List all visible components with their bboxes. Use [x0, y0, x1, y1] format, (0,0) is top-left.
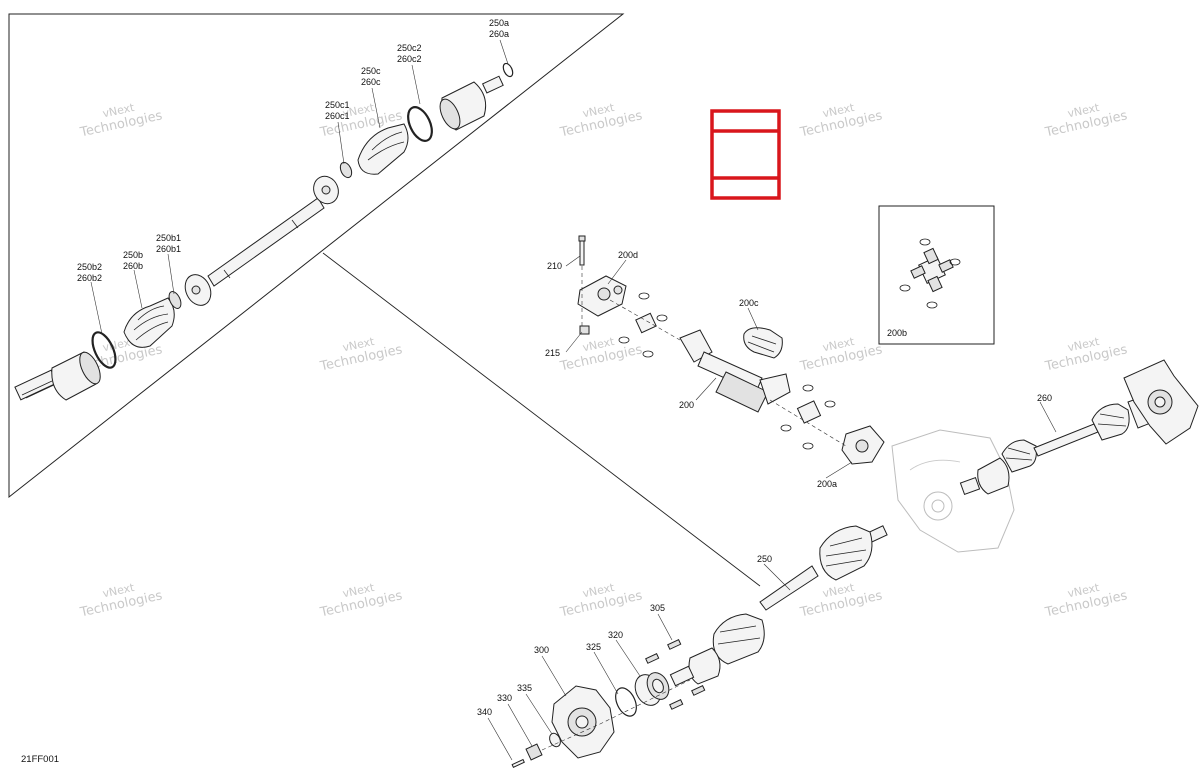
half-shaft-250	[669, 525, 888, 687]
label-320: 320	[608, 630, 623, 640]
clamp-ring-250c2	[407, 106, 433, 142]
highlight-box	[710, 109, 781, 200]
drive-shaft-200	[679, 329, 791, 413]
label-200: 200	[679, 400, 694, 410]
yoke-200a	[841, 425, 885, 465]
cv-boot-250b	[123, 297, 175, 348]
label-200c: 200c	[739, 298, 759, 308]
nut-215	[579, 325, 590, 335]
label-260: 260	[1037, 393, 1052, 403]
nut-330	[525, 743, 543, 761]
hub-right	[1123, 359, 1199, 445]
u-joint-left	[618, 292, 668, 358]
u-joint-cross	[899, 238, 961, 309]
assembly-line-3	[769, 399, 847, 447]
cotter-pin-340	[511, 758, 525, 769]
inner-cv-housing	[439, 75, 504, 131]
label-215: 215	[545, 348, 560, 358]
label-335: 335	[517, 683, 532, 693]
differential-housing	[891, 429, 1015, 553]
outer-cv-bell	[51, 351, 101, 401]
yoke-200d	[577, 275, 627, 317]
circlip-250a	[502, 62, 514, 78]
hub-300	[551, 685, 615, 759]
clamp-ring-250b2	[91, 331, 117, 369]
label-210: 210	[547, 261, 562, 271]
hub-assembly-line	[541, 679, 691, 751]
bearing-320	[634, 672, 670, 706]
leader-lines	[90, 39, 1057, 761]
boot-200c	[743, 327, 783, 359]
label-330: 330	[497, 693, 512, 703]
cv-boot-250c	[357, 123, 409, 175]
joint-cage	[184, 274, 212, 306]
inset-axle-shaft	[207, 197, 325, 287]
label-200d: 200d	[618, 250, 638, 260]
bolt-210	[578, 235, 586, 266]
u-joint-right	[780, 384, 836, 450]
inset-triangle-panel	[8, 13, 761, 587]
label-325: 325	[586, 642, 601, 652]
clamp-250b1	[168, 291, 182, 309]
inset-label-200b: 200b	[887, 328, 907, 338]
studs-305	[645, 638, 706, 710]
label-340: 340	[477, 707, 492, 717]
label-250: 250	[757, 554, 772, 564]
label-200a: 200a	[817, 479, 837, 489]
clamp-250c1	[339, 161, 353, 179]
inset-half-shaft-assembly	[14, 62, 514, 401]
hub-left-assembly	[511, 638, 706, 769]
diagram-code: 21FF001	[21, 754, 59, 765]
inner-tripod-joint	[313, 175, 339, 205]
circlip-325	[615, 687, 637, 717]
inner-stub-spline	[14, 369, 58, 401]
inset-box-200b: 200b	[878, 205, 995, 345]
label-300: 300	[534, 645, 549, 655]
label-305: 305	[650, 603, 665, 613]
propeller-shaft-assembly	[577, 235, 885, 465]
